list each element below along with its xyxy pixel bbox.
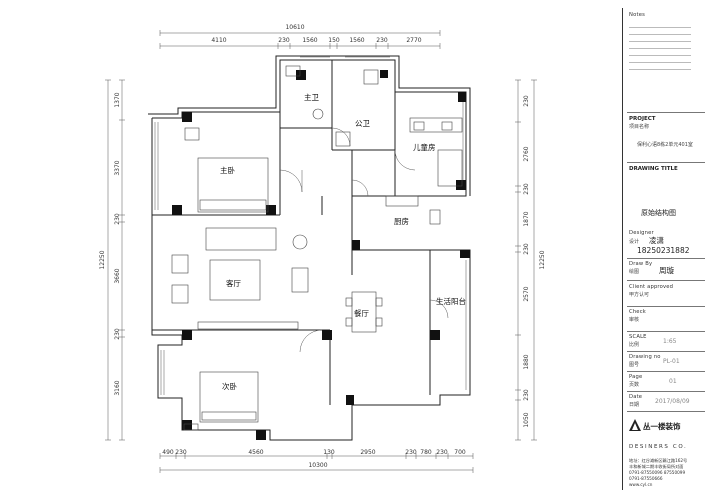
date-label: Date bbox=[629, 394, 643, 400]
date-value: 2017/08/09 bbox=[655, 398, 690, 405]
designer-name: 凌潇 bbox=[649, 236, 664, 245]
notes-lines bbox=[629, 22, 691, 71]
dim-left-seg-1: 1370 bbox=[114, 92, 121, 107]
notes-label: Notes bbox=[629, 12, 645, 18]
company-name-cn: 丛一楼装饰 bbox=[643, 422, 681, 431]
company-phone-1: 0791-87550096 87550099 bbox=[629, 470, 686, 475]
room-label-second-bedroom: 次卧 bbox=[222, 381, 237, 391]
dim-bottom-seg-9: 700 bbox=[454, 449, 466, 456]
drawing-no-cn-label: 图号 bbox=[629, 362, 640, 368]
drawing-title-label: DRAWING TITLE bbox=[629, 166, 678, 172]
project-label: PROJECT bbox=[629, 116, 656, 122]
dim-bottom-seg-2: 230 bbox=[175, 449, 187, 456]
scale-value: 1:65 bbox=[663, 338, 677, 345]
dim-right-total: 12250 bbox=[539, 250, 546, 269]
page-cn-label: 页数 bbox=[629, 382, 640, 388]
dim-right-seg-9: 1050 bbox=[523, 412, 530, 427]
project-name: 保利心语8栋2单元401室 bbox=[637, 142, 693, 148]
designer-cn-label: 设计 bbox=[629, 239, 640, 245]
dim-right-seg-5: 230 bbox=[523, 243, 530, 255]
top-dimension-chain: 10610 4110 230 1560 150 1560 230 2770 bbox=[159, 24, 441, 49]
room-label-living-room: 客厅 bbox=[226, 278, 241, 288]
room-label-master-bedroom: 主卧 bbox=[220, 165, 235, 175]
room-label-kitchen: 厨房 bbox=[394, 216, 409, 226]
room-label-dining-room: 餐厅 bbox=[354, 309, 369, 318]
room-label-public-bath: 公卫 bbox=[355, 119, 370, 128]
drawn-by-cn-label: 绘图 bbox=[629, 269, 640, 275]
dim-left-total: 12250 bbox=[99, 250, 106, 269]
drawing-no-label: Drawing no bbox=[629, 354, 661, 360]
dim-top-seg-5: 1560 bbox=[349, 37, 364, 44]
dim-bottom-seg-4: 130 bbox=[323, 449, 335, 456]
dim-left-seg-5: 230 bbox=[114, 328, 121, 340]
dim-left-seg-2: 3370 bbox=[114, 160, 121, 175]
dim-top-total: 10610 bbox=[285, 24, 304, 31]
walls bbox=[148, 55, 471, 441]
dim-right-seg-3: 230 bbox=[523, 183, 530, 195]
date-cn-label: 日期 bbox=[629, 402, 640, 408]
company-website: www.cyl.cn bbox=[629, 482, 653, 487]
structural-columns bbox=[172, 70, 470, 440]
dim-right-seg-4: 1870 bbox=[523, 211, 530, 226]
dim-top-seg-4: 150 bbox=[328, 37, 340, 44]
dim-right-seg-2: 2760 bbox=[523, 146, 530, 161]
page-label: Page bbox=[629, 374, 643, 380]
project-cn-label: 项目名称 bbox=[629, 124, 650, 130]
page-value: 01 bbox=[669, 378, 677, 385]
dim-bottom-seg-5: 2950 bbox=[360, 449, 375, 456]
room-label-master-bath: 主卫 bbox=[304, 92, 319, 102]
company-name-en: DESINERS CO. bbox=[629, 444, 688, 450]
client-approved-label: Client approved bbox=[629, 284, 674, 290]
dim-bottom-seg-8: 230 bbox=[436, 449, 448, 456]
right-dimension-chain: 230 2760 230 1870 230 2570 1880 230 1050… bbox=[515, 79, 546, 441]
dim-right-seg-7: 1880 bbox=[523, 354, 530, 369]
company-address-1: 地址：红谷滩新区赣江路162号 bbox=[629, 458, 688, 463]
bottom-dimension-chain: 490 230 4560 130 2950 230 780 230 700 10… bbox=[159, 449, 474, 473]
drawn-by-name: 周璇 bbox=[659, 266, 674, 275]
furniture bbox=[171, 65, 463, 431]
company-logo-icon bbox=[629, 419, 641, 431]
drawing-no-value: PL-01 bbox=[663, 358, 680, 365]
room-labels: 主卫 公卫 儿童房 主卧 厨房 客厅 餐厅 生活阳台 次卧 bbox=[220, 92, 466, 391]
designer-phone: 18250231882 bbox=[637, 246, 690, 255]
check-cn-label: 审核 bbox=[629, 317, 640, 323]
drawn-by-label: Draw By bbox=[629, 261, 653, 267]
dim-left-seg-3: 230 bbox=[114, 213, 121, 225]
left-dimension-chain: 12250 1370 3370 230 3660 230 3160 bbox=[99, 79, 125, 441]
room-label-living-balcony: 生活阳台 bbox=[436, 296, 466, 306]
dim-top-seg-7: 2770 bbox=[406, 37, 421, 44]
title-block: Notes PROJECT 项目名称 保利心语8栋2单元401室 DRAWING… bbox=[622, 8, 707, 490]
check-label: Check bbox=[629, 309, 646, 315]
dim-left-seg-4: 3660 bbox=[114, 268, 121, 283]
dim-bottom-seg-6: 230 bbox=[405, 449, 417, 456]
dim-top-seg-6: 230 bbox=[376, 37, 388, 44]
dim-right-seg-1: 230 bbox=[523, 95, 530, 107]
dim-right-seg-8: 230 bbox=[523, 389, 530, 401]
dim-bottom-seg-3: 4560 bbox=[248, 449, 263, 456]
dim-bottom-seg-7: 780 bbox=[420, 449, 432, 456]
dim-top-seg-1: 4110 bbox=[211, 37, 226, 44]
client-approved-cn-label: 甲方认可 bbox=[629, 292, 650, 298]
company-phone-2: 0791-87550666 bbox=[629, 476, 663, 481]
drawing-title: 原始结构图 bbox=[641, 209, 676, 217]
room-label-kids-room: 儿童房 bbox=[413, 142, 436, 152]
dim-top-seg-2: 230 bbox=[278, 37, 290, 44]
scale-label: SCALE bbox=[629, 334, 647, 340]
company-address-2: 丰和新城二期丰收街局所对面 bbox=[629, 464, 684, 469]
dim-bottom-seg-1: 490 bbox=[162, 449, 174, 456]
scale-cn-label: 比例 bbox=[629, 342, 640, 348]
dim-right-seg-6: 2570 bbox=[523, 286, 530, 301]
dim-top-seg-3: 1560 bbox=[302, 37, 317, 44]
designer-label: Designer bbox=[629, 230, 654, 236]
dim-bottom-total: 10300 bbox=[308, 462, 327, 469]
dim-left-seg-6: 3160 bbox=[114, 380, 121, 395]
